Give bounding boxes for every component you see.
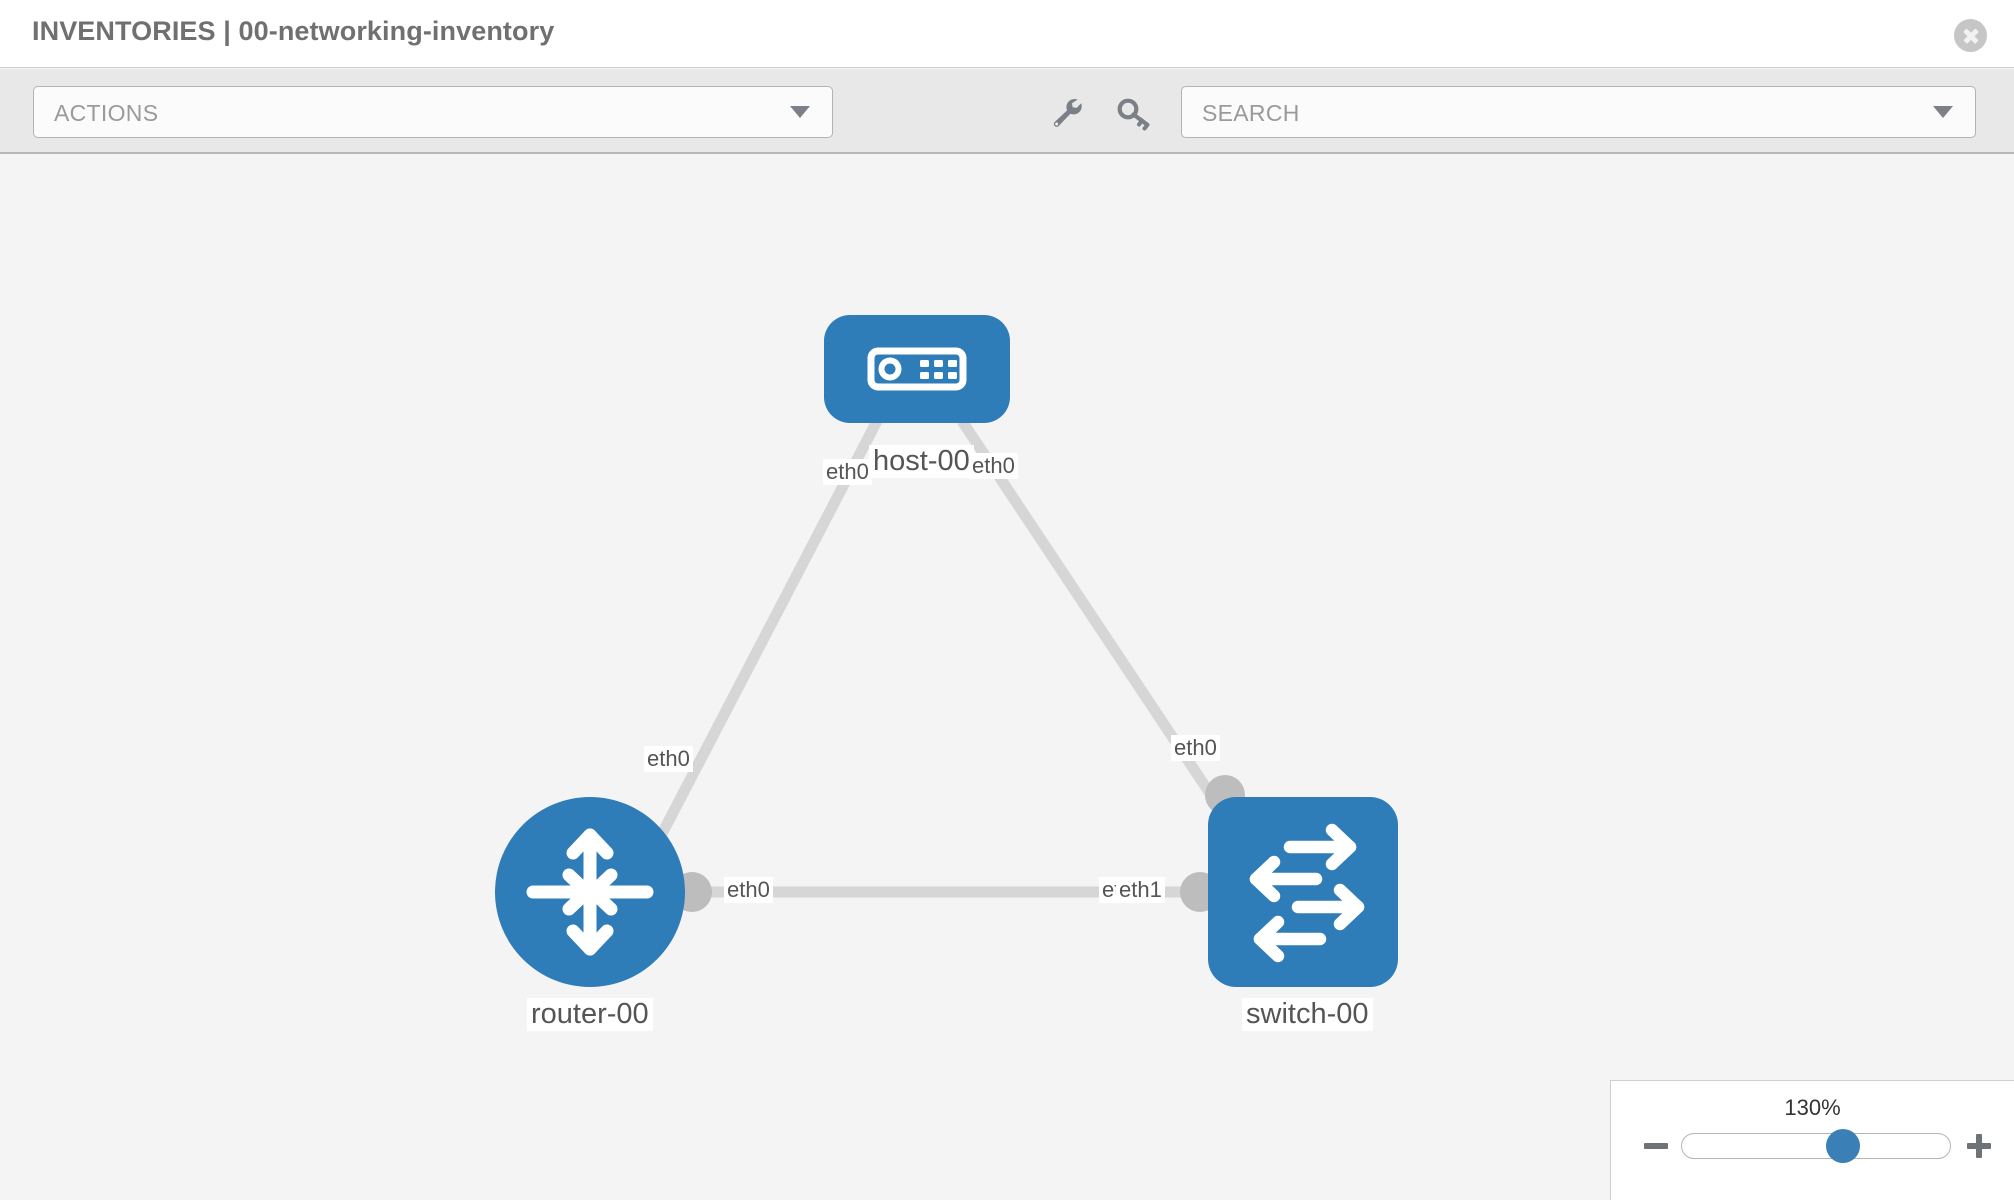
zoom-level-value: 130%	[1784, 1095, 1841, 1120]
chevron-down-icon	[790, 106, 810, 118]
zoom-control-panel: 130%	[1610, 1080, 2014, 1200]
node-router-00[interactable]	[495, 797, 685, 987]
zoom-slider[interactable]	[1681, 1129, 1951, 1163]
toolbar: ACTIONS SEARCH	[0, 69, 2014, 154]
interface-label-host-right: eth0	[969, 453, 1018, 479]
actions-dropdown[interactable]: ACTIONS	[33, 86, 833, 138]
node-label-router: router-00	[527, 998, 653, 1031]
minus-icon[interactable]	[1639, 1129, 1673, 1163]
page-header: INVENTORIES | 00-networking-inventory	[0, 0, 2014, 68]
actions-dropdown-label: ACTIONS	[54, 100, 159, 126]
interface-label-switch-mid-b: eth1	[1116, 877, 1165, 903]
page-title: INVENTORIES | 00-networking-inventory	[32, 16, 555, 46]
interface-label-host-left: eth0	[823, 459, 872, 485]
switch-arrows-icon	[1249, 823, 1365, 963]
node-switch-00[interactable]	[1208, 797, 1398, 987]
interface-label-router-up: eth0	[644, 746, 693, 772]
search-input[interactable]: SEARCH	[1181, 86, 1976, 138]
link-host-router	[635, 418, 882, 879]
node-label-switch: switch-00	[1242, 998, 1373, 1031]
node-host-00[interactable]	[824, 315, 1010, 423]
key-icon[interactable]	[1114, 93, 1154, 133]
close-icon[interactable]	[1954, 19, 1987, 52]
interface-label-switch-up: eth0	[1171, 735, 1220, 761]
server-icon	[867, 347, 967, 391]
node-label-host: host-00	[869, 445, 974, 478]
zoom-slider-thumb[interactable]	[1825, 1129, 1860, 1163]
plus-icon[interactable]	[1962, 1129, 1996, 1163]
topology-canvas[interactable]: host-00 router-00 switch-00 eth0 eth0 et…	[0, 156, 2014, 1200]
interface-label-router-mid: eth0	[724, 877, 773, 903]
wrench-icon[interactable]	[1046, 93, 1086, 133]
search-placeholder: SEARCH	[1202, 100, 1300, 126]
chevron-down-icon	[1933, 106, 1953, 118]
topology-links	[635, 417, 1230, 898]
router-arrows-icon	[526, 828, 654, 956]
